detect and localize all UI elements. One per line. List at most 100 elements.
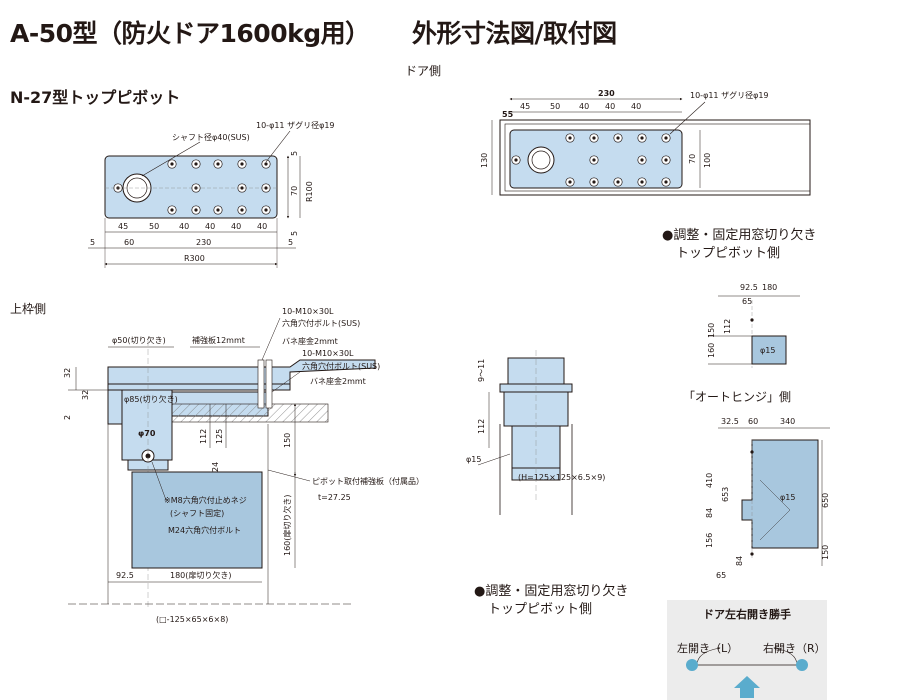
shaft-label: シャフト径φ40(SUS) xyxy=(172,132,250,142)
svg-text:650: 650 xyxy=(821,493,830,508)
right-hinge-dot xyxy=(796,659,808,671)
legend-title: ドア左右開き勝手 xyxy=(703,608,791,621)
svg-text:653: 653 xyxy=(721,487,730,502)
svg-text:φ50(切り欠き): φ50(切り欠き) xyxy=(112,335,166,345)
bolt-hole-center xyxy=(170,162,174,166)
svg-text:六角穴付ボルト(SUS): 六角穴付ボルト(SUS) xyxy=(302,361,380,371)
svg-text:125: 125 xyxy=(215,429,224,444)
window-note-bottom-1: ●調整・固定用窓切り欠き xyxy=(474,584,629,599)
svg-text:92.5: 92.5 xyxy=(740,283,758,292)
svg-text:32.5: 32.5 xyxy=(721,417,739,426)
bolt-hole-center xyxy=(640,136,644,140)
window-detail xyxy=(708,295,800,368)
bolt-hole-center xyxy=(170,208,174,212)
dimension-label: 40 xyxy=(257,222,267,231)
svg-text:M24六角穴付ボルト: M24六角穴付ボルト xyxy=(168,525,241,535)
bolt-hole-center xyxy=(592,136,596,140)
bolt-hole-center xyxy=(568,136,572,140)
svg-text:R300: R300 xyxy=(184,254,205,263)
svg-text:100: 100 xyxy=(703,153,712,168)
legend-graphic xyxy=(686,646,808,698)
svg-text:70: 70 xyxy=(290,186,299,196)
svg-text:340: 340 xyxy=(780,417,795,426)
svg-text:(□-125×65×6×8): (□-125×65×6×8) xyxy=(156,615,228,624)
dimension-label: 40 xyxy=(605,102,615,111)
bolt-hole-center xyxy=(216,162,220,166)
bolt-hole-center xyxy=(664,158,668,162)
dimension-label: 50 xyxy=(149,222,159,231)
dimension-label: 40 xyxy=(631,102,641,111)
svg-text:φ85(切り欠き): φ85(切り欠き) xyxy=(124,394,178,404)
svg-text:112: 112 xyxy=(723,319,732,334)
svg-text:バネ座金2mmt: バネ座金2mmt xyxy=(282,336,338,346)
svg-text:92.5: 92.5 xyxy=(116,571,134,580)
svg-text:※M8六角穴付止めネジ: ※M8六角穴付止めネジ xyxy=(164,495,247,505)
svg-text:六角穴付ボルト(SUS): 六角穴付ボルト(SUS) xyxy=(282,318,360,328)
bolt-hole-center xyxy=(240,186,244,190)
window-note-bottom-2: トップピボット側 xyxy=(488,602,593,617)
svg-text:t=27.25: t=27.25 xyxy=(318,493,351,502)
svg-text:5: 5 xyxy=(90,238,95,247)
svg-text:φ70: φ70 xyxy=(138,429,156,438)
svg-text:2: 2 xyxy=(63,415,72,420)
bolt-hole-center xyxy=(616,180,620,184)
svg-text:150: 150 xyxy=(821,545,830,560)
bolt-hole-center xyxy=(640,158,644,162)
bolt-hole-center xyxy=(664,136,668,140)
frame-side-label: 上枠側 xyxy=(10,302,47,316)
bolt-hole-center xyxy=(592,158,596,162)
svg-text:φ15: φ15 xyxy=(466,455,481,464)
svg-text:10-M10×30L: 10-M10×30L xyxy=(282,307,334,316)
bolt-hole-center xyxy=(592,180,596,184)
svg-text:112: 112 xyxy=(477,419,486,434)
dimension-label: 50 xyxy=(550,102,560,111)
svg-text:(シャフト固定): (シャフト固定) xyxy=(170,508,224,518)
bolt-holes xyxy=(113,159,271,215)
bolt-hole-center xyxy=(194,162,198,166)
svg-text:(H=125×125×6.5×9): (H=125×125×6.5×9) xyxy=(518,473,605,482)
svg-text:バネ座金2mmt: バネ座金2mmt xyxy=(310,376,366,386)
svg-text:130: 130 xyxy=(480,153,489,168)
window-note-right-1: ●調整・固定用窓切り欠き xyxy=(662,228,817,243)
svg-text:230: 230 xyxy=(196,238,211,247)
svg-text:10-φ11 ザグリ径φ19: 10-φ11 ザグリ径φ19 xyxy=(690,90,769,100)
svg-text:60: 60 xyxy=(748,417,758,426)
svg-text:55: 55 xyxy=(502,110,514,119)
svg-text:R100: R100 xyxy=(305,181,314,202)
bolt-hole-center xyxy=(264,162,268,166)
bolt-hole-center xyxy=(616,136,620,140)
svg-text:112: 112 xyxy=(199,429,208,444)
svg-text:5: 5 xyxy=(288,238,293,247)
svg-text:24: 24 xyxy=(211,462,220,472)
svg-text:ピボット取付補強板（付属品）: ピボット取付補強板（付属品） xyxy=(312,476,424,486)
dimension-label: 45 xyxy=(520,102,530,111)
bolt-hole-center xyxy=(514,158,518,162)
auto-hinge-label: 「オートヒンジ」側 xyxy=(683,390,792,404)
svg-text:160: 160 xyxy=(707,343,716,358)
svg-text:84: 84 xyxy=(705,508,714,518)
auto-hinge-detail xyxy=(718,427,830,560)
frame-elevation xyxy=(68,340,376,610)
hole-label: 10-φ11 ザグリ径φ19 xyxy=(256,120,335,130)
svg-text:410: 410 xyxy=(705,473,714,488)
door-block xyxy=(131,471,263,569)
bolt-hole-center xyxy=(240,208,244,212)
bolt-hole-center xyxy=(264,208,268,212)
top-pivot-plate xyxy=(104,155,278,219)
svg-text:32: 32 xyxy=(81,390,90,400)
svg-text:65: 65 xyxy=(716,571,726,580)
svg-text:156: 156 xyxy=(705,533,714,548)
svg-text:5: 5 xyxy=(290,231,299,236)
svg-text:9～11: 9～11 xyxy=(477,359,486,382)
svg-text:84: 84 xyxy=(735,556,744,566)
bolt-hole-center xyxy=(240,162,244,166)
window-note-right-2: トップピボット側 xyxy=(676,246,781,261)
page-subtitle: 外形寸法図/取付図 xyxy=(412,19,617,48)
svg-text:150: 150 xyxy=(707,323,716,338)
svg-text:150: 150 xyxy=(283,433,292,448)
svg-text:230: 230 xyxy=(598,89,615,98)
left-hinge-dot xyxy=(686,659,698,671)
top-pivot-heading: N-27型トップピボット xyxy=(10,88,181,107)
svg-text:70: 70 xyxy=(688,154,697,164)
